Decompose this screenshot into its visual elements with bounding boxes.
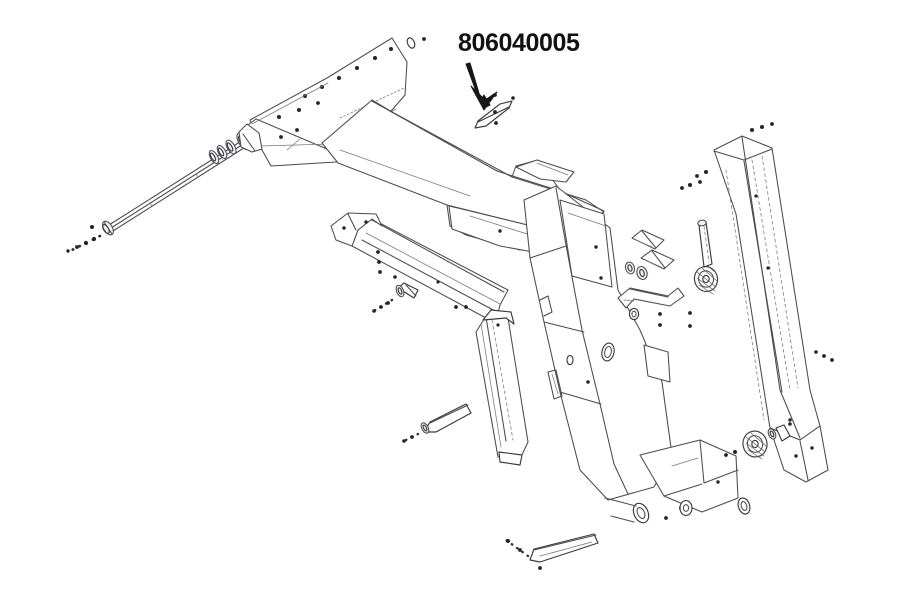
part-mast-rail	[713, 135, 829, 483]
part-upper-sheave	[693, 265, 719, 295]
callout-arrow-icon	[465, 62, 498, 111]
part-spacer-block-b	[640, 249, 675, 270]
part-boom-upright-tower	[523, 185, 673, 501]
part-rod-collar	[102, 220, 114, 236]
part-angle-bracket	[617, 287, 692, 328]
part-lower-sheave	[724, 422, 792, 460]
part-bolt-and-washer	[370, 275, 419, 314]
leader-lines-rod	[66, 225, 102, 254]
part-wear-plate-shim	[474, 93, 515, 129]
leader-lines-guard-bar	[376, 250, 468, 309]
part-hydraulic-cylinder	[475, 309, 529, 466]
leader-dots-misc	[586, 180, 702, 520]
part-sheave-pin	[697, 219, 713, 268]
part-spacer-block-a	[631, 229, 665, 250]
part-pivot-pin-lower	[504, 533, 599, 570]
part-foot-mount-bracket	[604, 439, 751, 524]
part-pivot-pin-upper	[402, 403, 472, 443]
part-number-callout: 806040005	[458, 29, 580, 57]
part-bushing-pair	[624, 261, 648, 280]
leader-lines-mast-rail	[695, 122, 834, 362]
part-guard-bar-bracket	[330, 212, 383, 247]
